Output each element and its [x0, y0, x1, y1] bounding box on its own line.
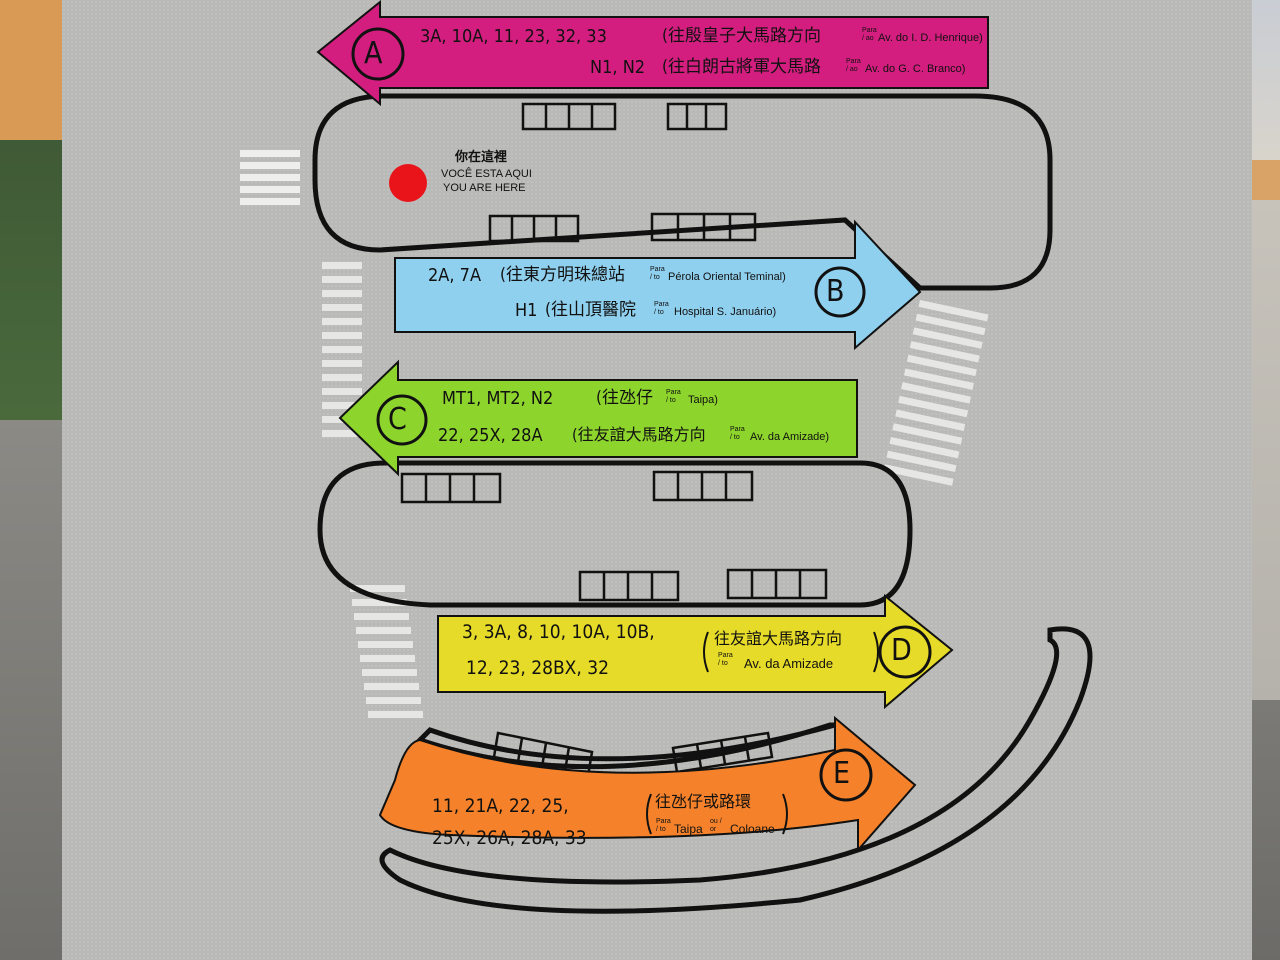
arrow-d [437, 593, 954, 710]
stop-c-line2-zh: (往友誼大馬路方向 [572, 425, 706, 444]
stop-b-line1-para: Para / to [650, 266, 665, 281]
stop-d-line1-routes: 3, 3A, 8, 10, 10A, 10B, [462, 621, 655, 643]
stop-c-line2-routes: 22, 25X, 28A [438, 425, 543, 446]
stop-c-line2-dest: Av. da Amizade) [750, 431, 830, 443]
arrow-e [378, 715, 917, 853]
you-are-here-marker [389, 164, 427, 202]
stop-c-letter: C [388, 402, 407, 437]
stop-b-line2-zh: (往山頂醫院 [545, 300, 636, 320]
arrow-c [338, 359, 858, 477]
stop-a-line1-routes: 3A, 10A, 11, 23, 32, 33 [420, 26, 607, 47]
stop-c-line1-routes: MT1, MT2, N2 [442, 388, 554, 409]
stop-e-letter: E [833, 756, 851, 791]
you-are-here-zh: 你在這裡 [455, 150, 508, 165]
stop-c-line1-zh: (往氹仔 [596, 388, 653, 408]
stop-e-line1-routes: 11, 21A, 22, 25, [432, 795, 569, 817]
stop-e-or: ou / or [710, 818, 722, 833]
stop-e-zh: 往氹仔或路環 [655, 792, 752, 811]
stop-b-line2-dest: Hospital S. Januário) [674, 306, 777, 318]
you-are-here-pt: VOCÊ ESTA AQUI [441, 168, 532, 180]
stop-b-letter: B [826, 274, 845, 309]
stop-a-line2-routes: N1, N2 [590, 57, 646, 78]
stop-b-line2-para: Para / to [654, 301, 669, 316]
crosswalk-top-left [240, 150, 300, 205]
crosswalk-middle-left [322, 262, 362, 437]
arrow-b [394, 219, 922, 351]
stop-d-letter: D [891, 633, 912, 668]
stop-b-line1-zh: (往東方明珠總站 [500, 265, 625, 285]
stop-d-zh: 往友誼大馬路方向 [714, 629, 843, 648]
crosswalk-right [883, 300, 989, 486]
you-are-here-en: YOU ARE HERE [443, 182, 526, 194]
stop-a-line1-zh: (往殷皇子大馬路方向 [662, 26, 821, 46]
bus-island-middle [317, 460, 913, 608]
stop-c-line2-para: Para / to [730, 426, 745, 441]
stop-a-line1-para: Para / ao [862, 27, 877, 42]
stop-a-line1-dest: Av. do I. D. Henrique) [878, 32, 983, 44]
destination-brackets [646, 631, 879, 835]
curved-road-island [379, 626, 1093, 914]
stop-e-para: Para / to [656, 818, 671, 833]
bus-island-upper [312, 93, 1053, 291]
stop-c-line1-dest: Taipa) [688, 394, 718, 406]
stop-d-dest: Av. da Amizade [744, 656, 834, 671]
bus-stop-map-board [62, 0, 1252, 960]
stop-d-line2-routes: 12, 23, 28BX, 32 [466, 657, 609, 679]
stop-b-line2-routes: H1 [515, 300, 538, 321]
stop-letter-circles [351, 27, 932, 802]
stop-a-line2-dest: Av. do G. C. Branco) [865, 63, 966, 75]
stop-e-dest: Taipa [674, 822, 703, 836]
stop-a-line2-para: Para / ao [846, 58, 861, 73]
background-building-left [0, 0, 70, 960]
stop-d-para: Para / to [718, 652, 733, 667]
stop-b-line1-dest: Pérola Oriental Teminal) [668, 271, 786, 283]
stop-a-letter: A [364, 36, 383, 71]
arrow-a [316, 0, 989, 107]
stop-b-line1-routes: 2A, 7A [428, 265, 482, 286]
bus-shelters [400, 102, 828, 778]
crosswalk-lower-left [350, 585, 423, 718]
stop-a-line2-zh: (往白朗古將軍大馬路 [662, 57, 821, 77]
stop-e-dest2: Coloane [730, 822, 775, 836]
stop-e-line2-routes: 25X, 26A, 28A, 33 [432, 827, 587, 849]
stop-c-line1-para: Para / to [666, 389, 681, 404]
